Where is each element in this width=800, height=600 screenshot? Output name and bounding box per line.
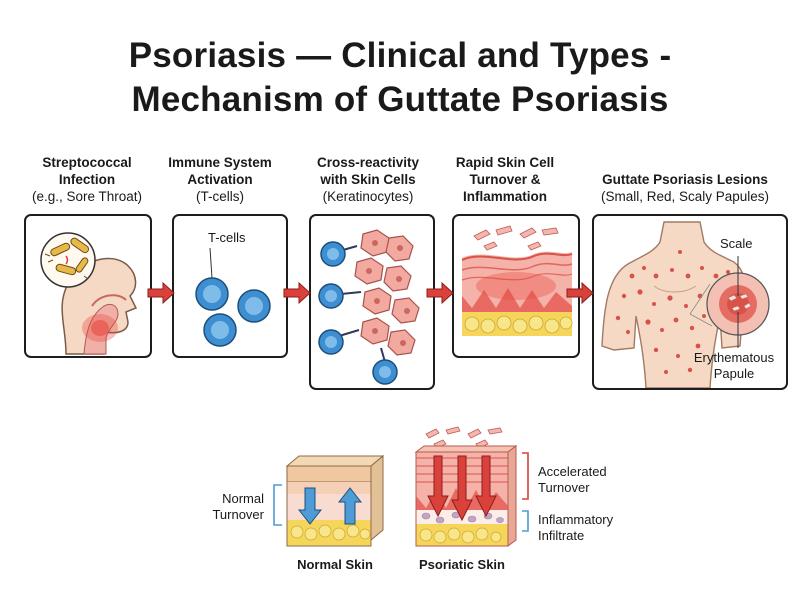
normal-turnover-label: Normal Turnover [212, 491, 264, 522]
psoriatic-skin-caption: Psoriatic Skin [419, 557, 505, 572]
normal-turnover-bracket [273, 484, 282, 526]
page-title-line2: Mechanism of Guttate Psoriasis [131, 80, 669, 119]
tcell-2 [237, 289, 271, 323]
keratinocyte-illustration [318, 229, 420, 385]
torso-lesions-illustration [601, 221, 770, 388]
panel-streptococcal-infection [24, 214, 152, 358]
arrow-4-icon [566, 282, 594, 304]
panel-guttate-lesions: Scale Erythematous Papule [592, 214, 788, 390]
inflammatory-infiltrate-label: Inflammatory Infiltrate [538, 512, 614, 543]
page-title-line1: Psoriasis — Clinical and Types - [128, 36, 672, 75]
step-label-cross-reactivity: Cross-reactivity with Skin Cells (Kerati… [316, 155, 420, 204]
panel-immune-activation: T-cells [172, 214, 288, 358]
erythematous-papule-label: Erythematous Papule [693, 350, 775, 381]
arrow-3-icon [426, 282, 454, 304]
panel-rapid-turnover [452, 214, 580, 358]
scale-label: Scale [720, 236, 753, 251]
normal-skin-diagram [285, 454, 385, 550]
inflamed-skin-illustration [461, 225, 573, 336]
panel-cross-reactivity [309, 214, 435, 390]
tcells-illustration [195, 247, 271, 347]
step-label-infection: Streptococcal Infection (e.g., Sore Thro… [31, 155, 143, 204]
step-label-turnover: Rapid Skin Cell Turnover & Inflammation [455, 155, 555, 204]
accelerated-turnover-label: Accelerated Turnover [538, 464, 607, 495]
tcell-3 [203, 313, 237, 347]
psoriatic-skin-diagram [412, 424, 522, 552]
step-label-immune: Immune System Activation (T-cells) [168, 155, 272, 204]
tcells-label: T-cells [208, 230, 246, 245]
infiltrate-bracket [522, 510, 529, 532]
accelerated-turnover-bracket [522, 452, 529, 500]
normal-skin-caption: Normal Skin [297, 557, 373, 572]
throat-illustration [40, 232, 138, 355]
step-label-lesions: Guttate Psoriasis Lesions (Small, Red, S… [600, 172, 770, 204]
arrow-1-icon [147, 282, 175, 304]
tcell-1 [195, 277, 229, 311]
arrow-2-icon [283, 282, 311, 304]
